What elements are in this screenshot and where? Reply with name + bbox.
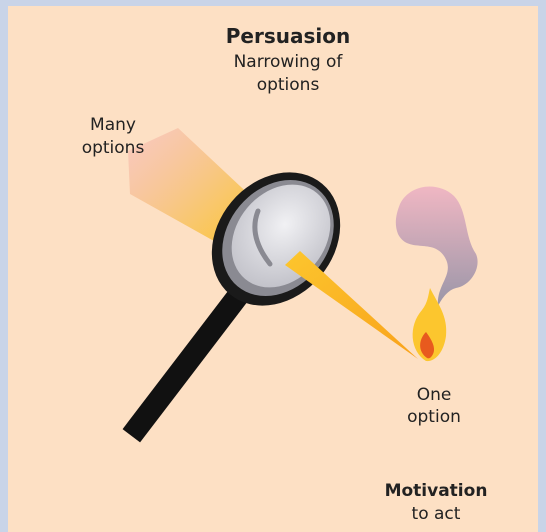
diagram-title: Persuasion (225, 24, 351, 48)
subtitle-line-1: Narrowing of (233, 52, 343, 72)
diagram-canvas: Persuasion Narrowing of options Many opt… (8, 6, 538, 532)
focused-beam (285, 251, 418, 359)
smoke-icon (395, 186, 478, 306)
options-label: options (81, 138, 145, 158)
option-label: option (407, 407, 461, 427)
subtitle-line-2: options (256, 75, 320, 95)
motivation-label: Motivation (384, 481, 488, 501)
flame-icon (412, 288, 447, 362)
many-label: Many (90, 115, 136, 135)
diagram-art (122, 128, 478, 443)
to-act-label: to act (411, 504, 461, 524)
one-label: One (416, 385, 452, 405)
